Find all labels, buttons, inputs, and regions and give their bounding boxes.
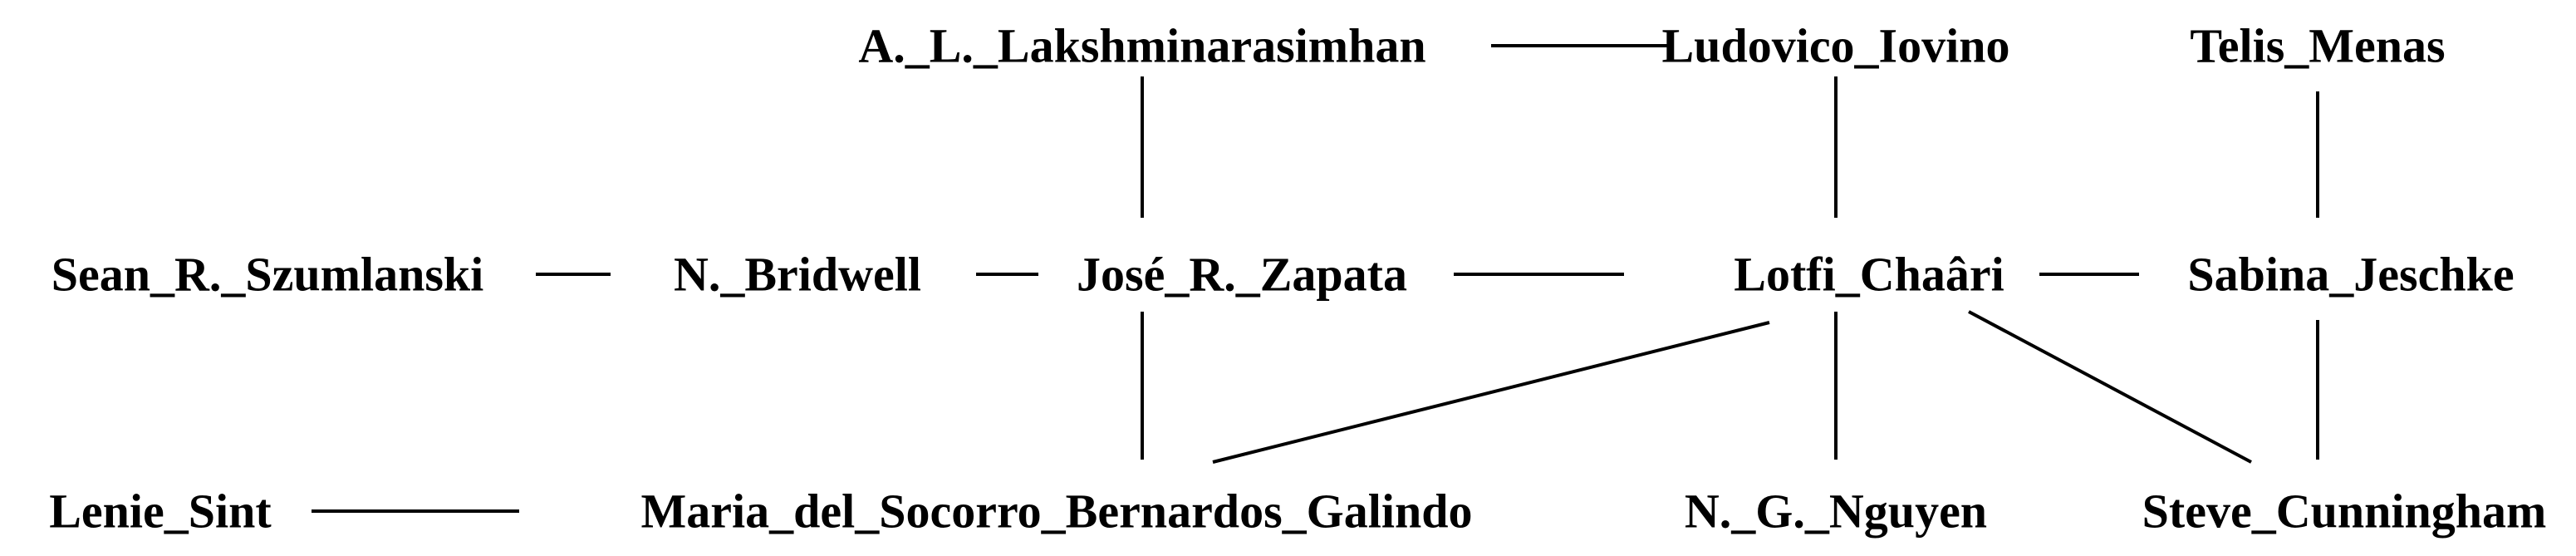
node-menas: Telis_Menas [2190,19,2445,73]
edges-layer [312,44,2319,513]
node-iovino: Ludovico_Iovino [1662,19,2010,73]
node-cunningham: Steve_Cunningham [2142,485,2547,539]
node-galindo: Maria_del_Socorro_Bernardos_Galindo [640,485,1472,539]
node-szumlanski: Sean_R._Szumlanski [52,248,484,302]
nodes-layer: A._L._Lakshminarasimhan Ludovico_Iovino Te… [49,19,2546,539]
node-lakshminarasimhan: A._L._Lakshminarasimhan [858,19,1425,73]
edge-chaari-galindo [1212,321,1770,464]
node-nguyen: N._G._Nguyen [1685,485,1987,539]
node-jeschke: Sabina_Jeschke [2187,248,2514,302]
node-zapata: José_R._Zapata [1077,248,1407,302]
node-bridwell: N._Bridwell [674,248,921,302]
edge-chaari-cunningham [1968,310,2252,464]
node-sint: Lenie_Sint [49,485,272,539]
node-chaari: Lotfi_Chaâri [1734,248,2004,302]
